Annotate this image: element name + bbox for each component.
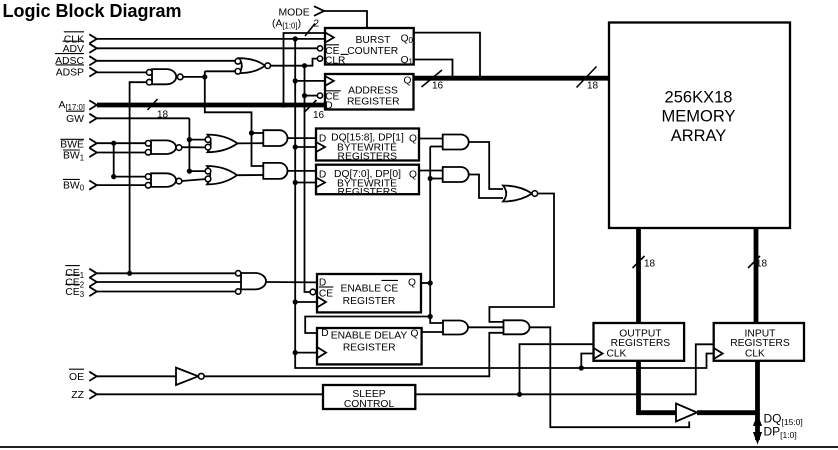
svg-text:CE1: CE1	[65, 268, 84, 280]
svg-text:ADSC: ADSC	[55, 56, 84, 67]
svg-text:Q0: Q0	[401, 34, 414, 46]
svg-text:REGISTERS: REGISTERS	[338, 151, 398, 162]
svg-text:ADV: ADV	[63, 44, 84, 55]
svg-text:GW: GW	[66, 114, 84, 125]
svg-text:ADDRESS: ADDRESS	[348, 85, 398, 96]
svg-text:REGISTER: REGISTER	[347, 97, 400, 108]
svg-text:CONTROL: CONTROL	[344, 399, 395, 410]
svg-text:18: 18	[756, 259, 768, 270]
svg-text:CE: CE	[325, 46, 339, 57]
svg-text:MEMORY: MEMORY	[662, 108, 736, 126]
svg-text:CE3: CE3	[65, 287, 84, 299]
svg-text:Q: Q	[411, 329, 419, 340]
svg-text:16: 16	[432, 81, 444, 92]
svg-text:16: 16	[313, 110, 325, 121]
svg-text:D: D	[321, 328, 328, 339]
svg-text:Q: Q	[408, 277, 416, 288]
svg-text:ADSP: ADSP	[56, 68, 84, 79]
svg-text:18: 18	[157, 110, 169, 121]
svg-text:OUTPUT: OUTPUT	[619, 329, 662, 340]
svg-text:D: D	[319, 133, 326, 144]
svg-text:A[17:0]: A[17:0]	[59, 100, 85, 112]
svg-text:BURST: BURST	[356, 35, 392, 46]
svg-text:ZZ: ZZ	[71, 390, 84, 401]
svg-text:Q: Q	[409, 133, 417, 144]
svg-text:Q1: Q1	[401, 55, 413, 66]
svg-text:CLR: CLR	[325, 55, 345, 66]
svg-text:18: 18	[644, 259, 656, 270]
svg-text:CLK: CLK	[607, 348, 627, 359]
svg-text:D: D	[325, 101, 332, 112]
svg-text:Q: Q	[409, 170, 417, 181]
svg-text:ENABLE DELAY: ENABLE DELAY	[331, 331, 408, 342]
svg-text:REGISTER: REGISTER	[343, 296, 396, 307]
svg-text:Q: Q	[404, 75, 412, 86]
svg-text:CE: CE	[325, 92, 339, 103]
svg-text:18: 18	[587, 81, 599, 92]
svg-text:INPUT: INPUT	[745, 329, 777, 340]
svg-text:SLEEP: SLEEP	[352, 389, 385, 400]
svg-text:BW0: BW0	[63, 180, 85, 192]
svg-text:COUNTER: COUNTER	[347, 46, 398, 57]
svg-text:REGISTERS: REGISTERS	[338, 187, 398, 198]
svg-text:ARRAY: ARRAY	[671, 127, 727, 145]
svg-text:DQ[15:8], DP[1]: DQ[15:8], DP[1]	[331, 133, 404, 144]
svg-text:BWE: BWE	[60, 139, 84, 150]
svg-text:BYTEWRITE: BYTEWRITE	[337, 179, 397, 190]
svg-text:BW1: BW1	[63, 150, 84, 162]
svg-text:DQ[7:0], DP[0]: DQ[7:0], DP[0]	[334, 169, 401, 180]
svg-text:D: D	[319, 277, 326, 288]
svg-text:2: 2	[314, 19, 320, 30]
svg-text:OE: OE	[69, 372, 84, 383]
svg-text:CE: CE	[319, 288, 333, 299]
svg-text:CE2: CE2	[65, 278, 84, 290]
svg-text:ENABLE CE: ENABLE CE	[340, 283, 398, 294]
svg-text:MODE: MODE	[279, 7, 310, 18]
svg-text:BYTEWRITE: BYTEWRITE	[337, 143, 397, 154]
svg-text:(A[1:0]): (A[1:0])	[272, 19, 301, 31]
svg-text:REGISTERS: REGISTERS	[611, 338, 671, 349]
svg-text:Logic Block Diagram: Logic Block Diagram	[3, 1, 182, 21]
svg-text:256KX18: 256KX18	[665, 88, 733, 106]
svg-text:D: D	[319, 170, 326, 181]
svg-text:CLK: CLK	[745, 348, 765, 359]
svg-text:REGISTER: REGISTER	[343, 342, 396, 353]
svg-text:CLK: CLK	[64, 34, 84, 45]
svg-text:REGISTERS: REGISTERS	[730, 338, 790, 349]
